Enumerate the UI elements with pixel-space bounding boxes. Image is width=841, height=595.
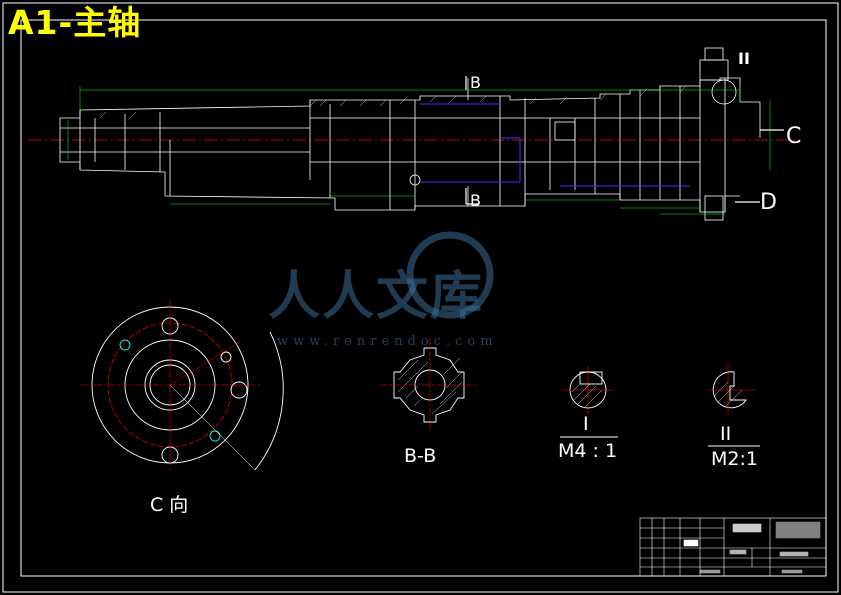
b-b-section (380, 338, 478, 432)
section-b-bottom-label: B (470, 191, 481, 210)
detail-i-hatching (571, 383, 603, 407)
c-view-caption: C 向 (150, 494, 189, 516)
section-b-top-label: B (470, 73, 481, 92)
b-b-caption: B-B (404, 445, 437, 467)
section-arrows (465, 76, 784, 205)
drawing-title: A1-主轴 (8, 3, 142, 42)
view-d-arrow-label: D (760, 190, 777, 215)
detail-ii-marker: II (738, 49, 750, 68)
detail-ii (708, 364, 760, 447)
watermark-url: www.renrendoc.com (277, 334, 498, 349)
title-block (639, 517, 827, 577)
b-b-hatching (397, 357, 463, 415)
shaft-lower-profile (60, 161, 740, 213)
detail-i-scale: M4 : 1 (558, 440, 618, 462)
dimension-lines (67, 86, 771, 215)
detail-ii-hatching (713, 381, 743, 407)
detail-ii-scale: M2:1 (711, 448, 758, 470)
watermark-logo (406, 231, 494, 319)
shaft-hatching (99, 85, 687, 119)
watermark-text: 人人文库 (268, 267, 485, 327)
shaft-upper-profile (59, 77, 761, 162)
detail-ii-name: II (720, 423, 732, 445)
inner-border (20, 19, 827, 577)
main-shaft (28, 47, 800, 221)
detail-i-name: I (583, 413, 589, 435)
hidden-lines (420, 103, 690, 187)
view-c-arrow-label: C (786, 124, 802, 149)
c-view-flange (80, 300, 284, 471)
detail-i (560, 366, 618, 438)
